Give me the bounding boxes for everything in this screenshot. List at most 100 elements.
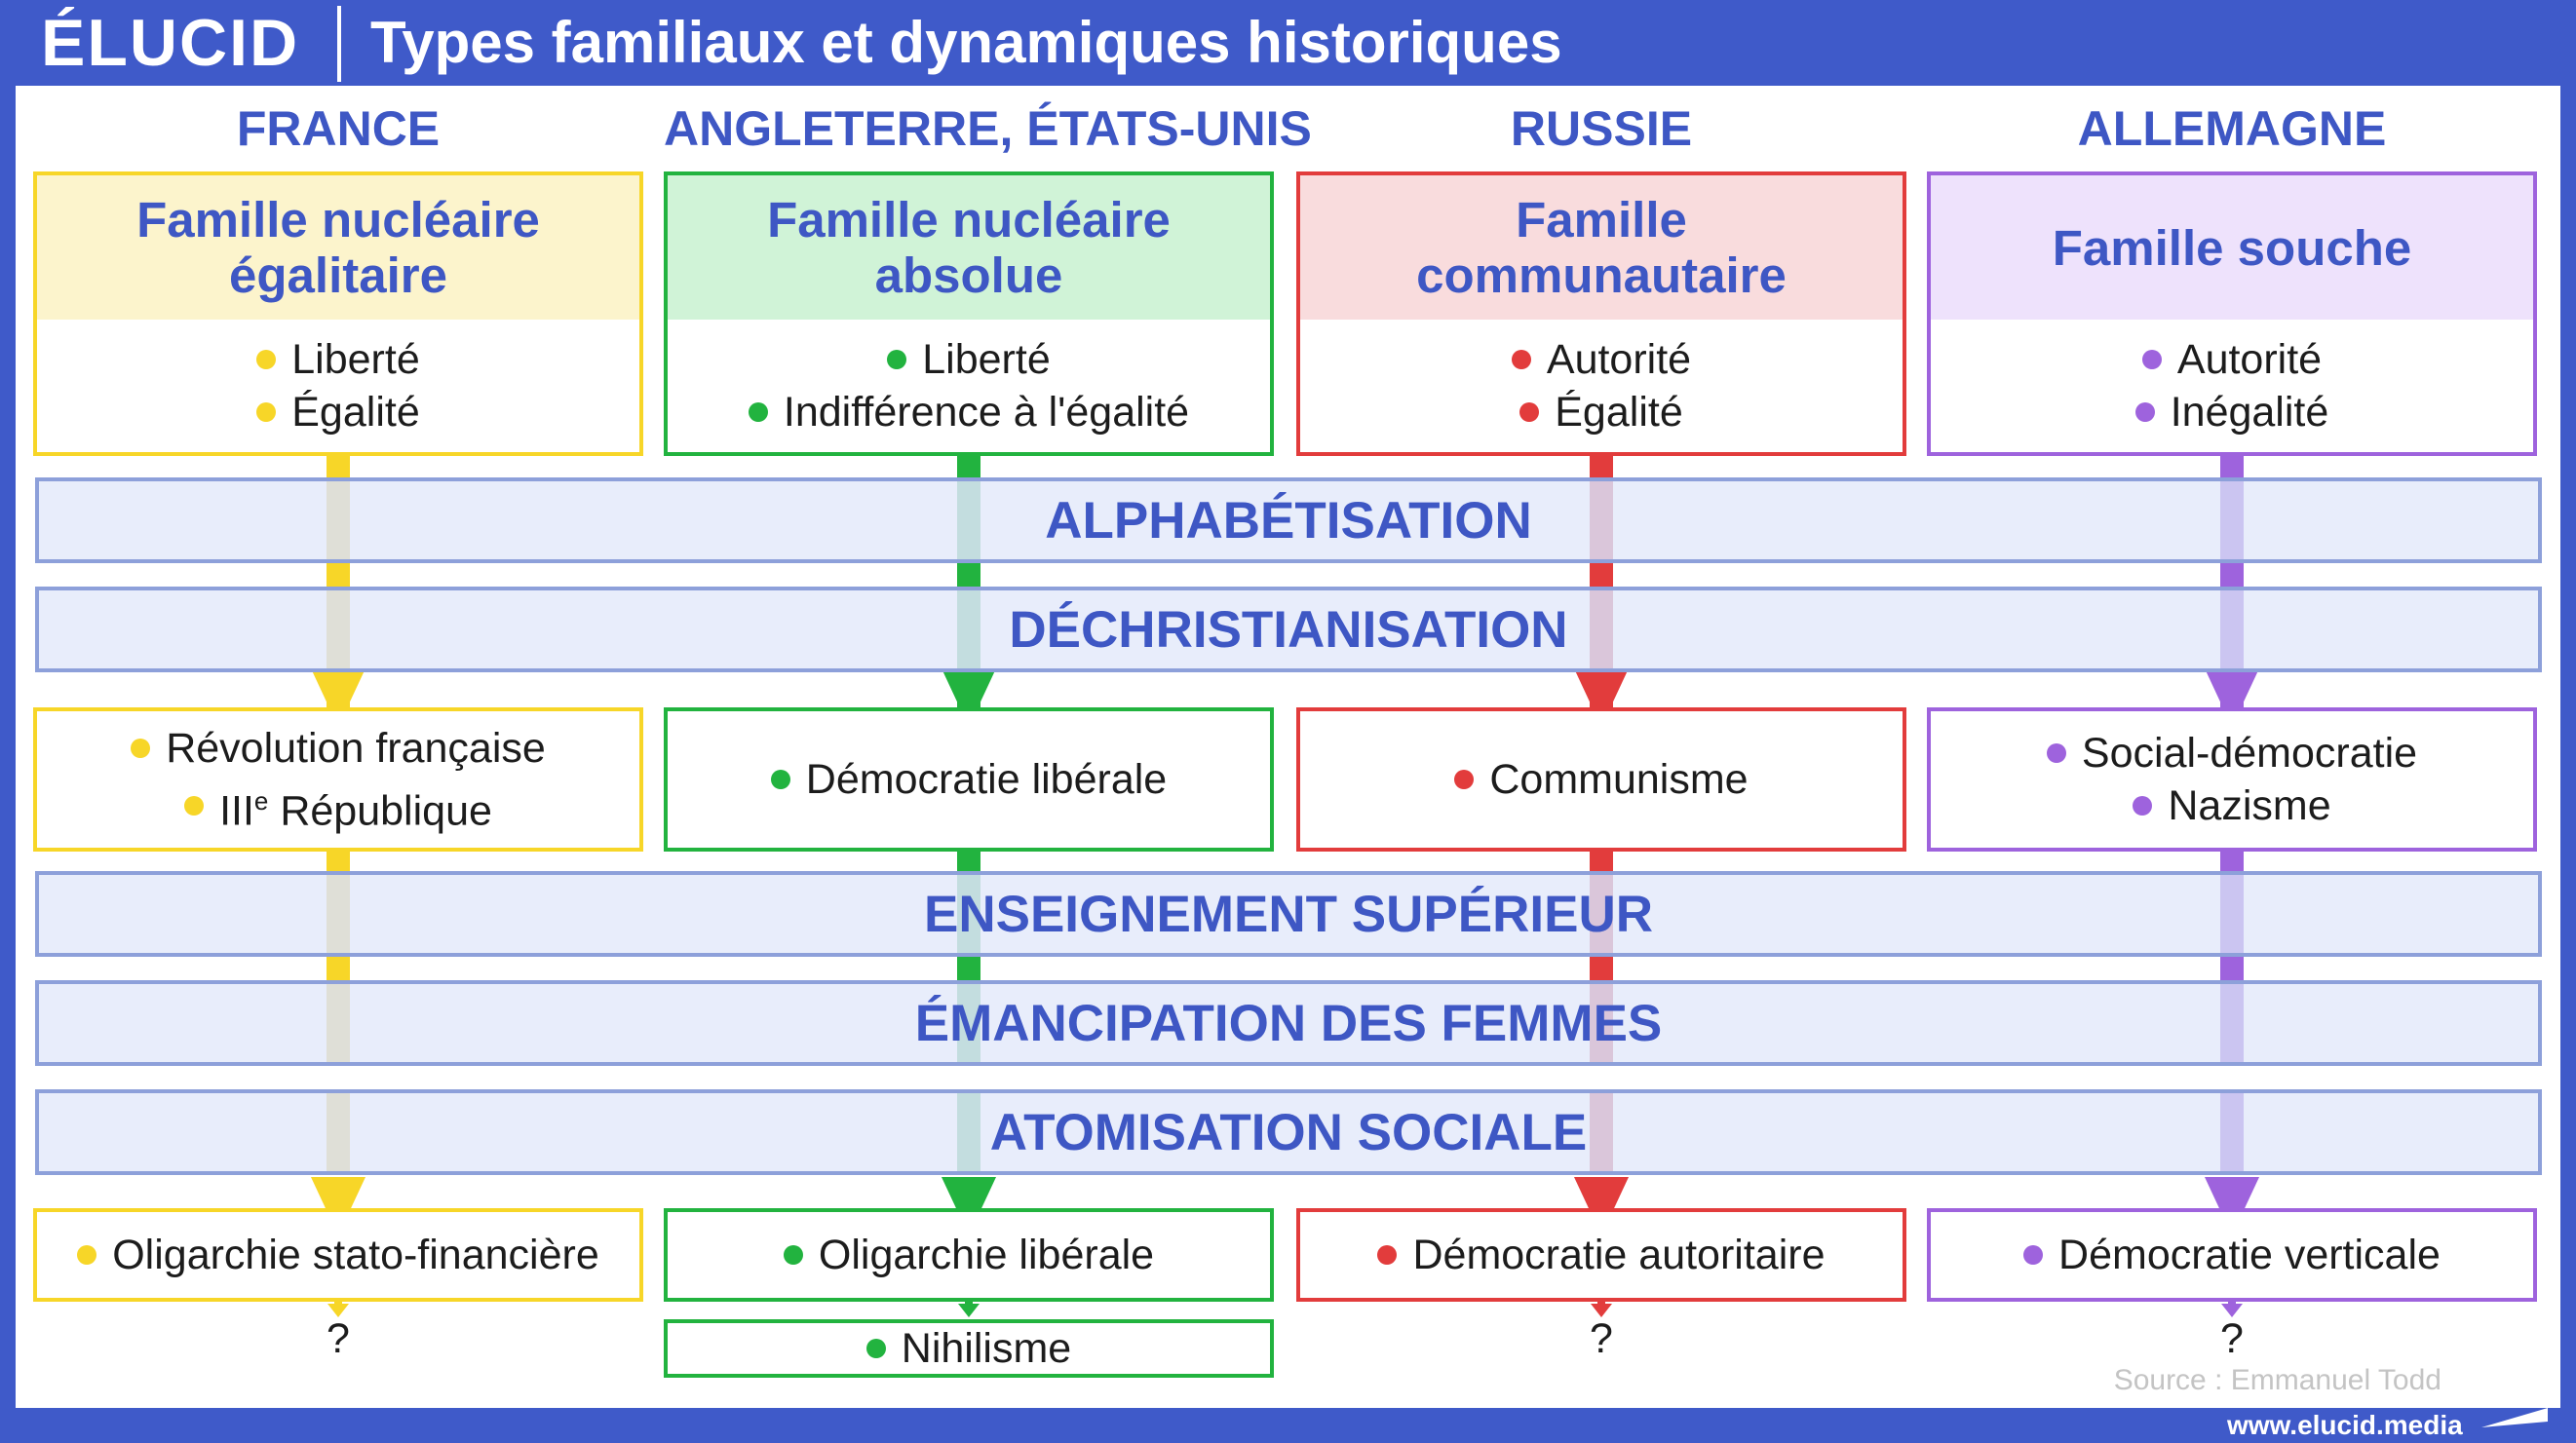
arrow-head — [1574, 668, 1629, 727]
value-item: Liberté — [256, 333, 420, 386]
arrow-head — [942, 668, 996, 727]
current-outcome-box: Oligarchie libérale — [664, 1208, 1274, 1302]
arrow-shaft-faded — [957, 1089, 980, 1175]
outcome-item: Révolution française — [131, 722, 546, 775]
bullet-dot-icon — [256, 402, 277, 422]
family-type-line: communautaire — [1416, 247, 1787, 303]
arrow-head — [311, 1177, 365, 1235]
arrow-shaft-faded — [957, 871, 980, 957]
bullet-dot-icon — [1454, 770, 1475, 789]
value-item: Autorité — [2141, 333, 2322, 386]
arrow-shaft-faded — [1590, 1089, 1613, 1175]
outcome-item: Oligarchie libérale — [783, 1229, 1155, 1281]
family-type-title: Famille souche — [1931, 175, 2533, 320]
family-type-line: Famille nucléaire — [136, 192, 540, 247]
small-arrow-head — [327, 1304, 349, 1317]
arrow-head — [2205, 668, 2259, 727]
header-divider — [337, 6, 341, 82]
future-unknown: ? — [1590, 1315, 1613, 1362]
small-arrow-head — [1591, 1304, 1612, 1317]
outcome-item-text: Social-démocratie — [2081, 730, 2418, 777]
value-item-text: Indifférence à l'égalité — [783, 389, 1190, 436]
future-unknown: ? — [2220, 1315, 2244, 1362]
arrow-shaft-faded — [327, 477, 350, 563]
bullet-dot-icon — [1519, 402, 1540, 422]
bullet-dot-icon — [748, 402, 768, 422]
bullet-dot-icon — [865, 1339, 886, 1358]
bullet-dot-icon — [1511, 350, 1531, 369]
arrow-shaft-faded — [327, 1089, 350, 1175]
country-label: ANGLETERRE, ÉTATS-UNIS — [664, 101, 1312, 156]
family-type-line: Famille nucléaire — [767, 192, 1171, 247]
outcome-item-text: Démocratie libérale — [805, 756, 1168, 803]
future-outcome-box: Nihilisme — [664, 1319, 1274, 1378]
outcome-item-text: Communisme — [1489, 756, 1749, 803]
arrow-shaft-faded — [1590, 871, 1613, 957]
arrow-shaft-faded — [1590, 980, 1613, 1066]
current-outcome-box: Oligarchie stato-financière — [33, 1208, 643, 1302]
arrow-head — [1574, 1177, 1629, 1235]
source-credit: Source : Emmanuel Todd — [2113, 1364, 2441, 1396]
bullet-dot-icon — [184, 795, 205, 816]
site-url: www.elucid.media — [2227, 1410, 2463, 1440]
value-item-text: Liberté — [291, 336, 420, 383]
future-item-text: Nihilisme — [901, 1325, 1072, 1372]
outcome-item: Oligarchie stato-financière — [77, 1229, 599, 1281]
future-item: Nihilisme — [865, 1322, 1072, 1375]
arrow-shaft-faded — [957, 477, 980, 563]
bullet-dot-icon — [2023, 1245, 2044, 1265]
bullet-dot-icon — [1377, 1245, 1398, 1265]
family-type-line: égalitaire — [229, 247, 447, 303]
arrow-shaft-faded — [2220, 871, 2244, 957]
outcome-item: Nazisme — [2133, 779, 2331, 832]
value-item-text: Autorité — [1546, 336, 1692, 383]
factor-band: ALPHABÉTISATION — [35, 477, 2542, 563]
outcome-item: Démocratie libérale — [770, 753, 1168, 806]
bullet-dot-icon — [2046, 743, 2066, 763]
historical-outcome-box: Communisme — [1296, 707, 1906, 852]
arrow-shaft-faded — [327, 980, 350, 1066]
small-arrow-head — [958, 1304, 980, 1317]
bullet-dot-icon — [770, 770, 790, 789]
bullet-dot-icon — [2134, 402, 2155, 422]
outcome-item-text: Oligarchie stato-financière — [112, 1232, 599, 1278]
value-item-text: Inégalité — [2170, 389, 2329, 436]
outcome-item-text: Oligarchie libérale — [818, 1232, 1155, 1278]
factor-band: ÉMANCIPATION DES FEMMES — [35, 980, 2542, 1066]
bullet-dot-icon — [77, 1245, 97, 1265]
value-item: Autorité — [1511, 333, 1692, 386]
arrow-shaft-faded — [2220, 1089, 2244, 1175]
bullet-dot-icon — [2141, 350, 2162, 369]
current-outcome-box: Démocratie verticale — [1927, 1208, 2537, 1302]
value-item: Liberté — [887, 333, 1051, 386]
family-type-line: absolue — [874, 247, 1063, 303]
family-type-line: Famille — [1516, 192, 1687, 247]
arrow-shaft-faded — [2220, 587, 2244, 672]
outcome-item-text: Démocratie autoritaire — [1412, 1232, 1826, 1278]
bullet-dot-icon — [256, 350, 277, 369]
outcome-item: IIIe République — [184, 775, 492, 837]
value-item: Indifférence à l'égalité — [748, 386, 1190, 438]
arrow-head — [2205, 1177, 2259, 1235]
arrow-shaft-faded — [327, 871, 350, 957]
value-item: Égalité — [256, 386, 420, 438]
small-arrow-head — [2221, 1304, 2243, 1317]
factor-band: DÉCHRISTIANISATION — [35, 587, 2542, 672]
arrow-shaft-faded — [2220, 980, 2244, 1066]
arrow-head — [942, 1177, 996, 1235]
arrow-shaft-faded — [957, 587, 980, 672]
value-item: Égalité — [1519, 386, 1683, 438]
arrow-shaft-faded — [957, 980, 980, 1066]
factor-band: ENSEIGNEMENT SUPÉRIEUR — [35, 871, 2542, 957]
